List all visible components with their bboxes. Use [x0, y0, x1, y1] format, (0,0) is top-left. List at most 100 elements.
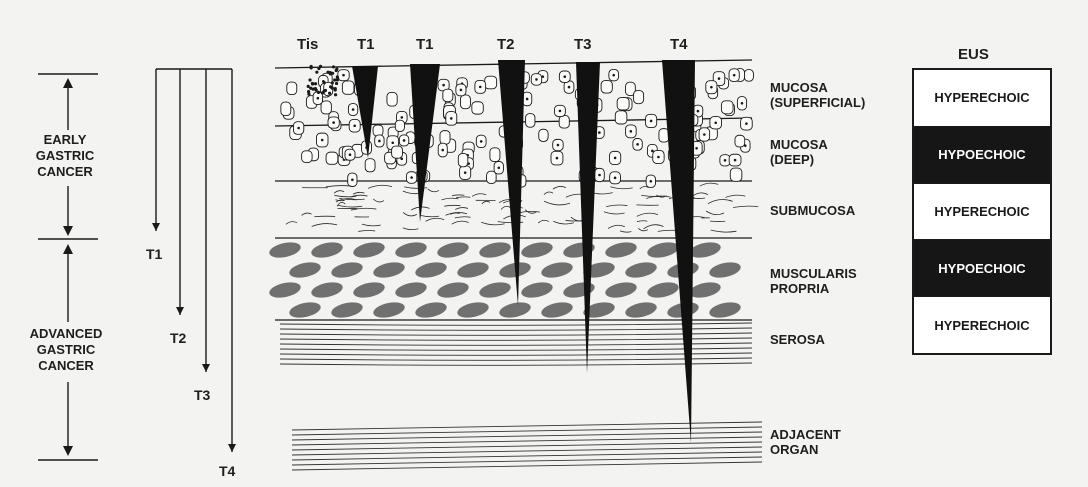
- cell-nucleus: [497, 166, 500, 169]
- adjacent-organ-fiber: [292, 452, 762, 460]
- layer-label-mucosa-deep: MUCOSA (DEEP): [770, 137, 828, 167]
- mucosa-cell: [601, 81, 612, 93]
- cell-nucleus: [630, 130, 633, 133]
- arrowhead: [63, 446, 73, 456]
- submucosa-fiber: [604, 212, 625, 214]
- muscle-cell: [372, 300, 406, 320]
- mucosa-cell: [615, 111, 627, 124]
- cell-nucleus: [703, 133, 706, 136]
- cell-nucleus: [733, 74, 736, 77]
- submucosa-fiber: [637, 213, 658, 216]
- cell-nucleus: [695, 147, 698, 150]
- tis-dot: [319, 65, 322, 68]
- cell-nucleus: [442, 84, 445, 87]
- cell-nucleus: [321, 139, 324, 142]
- muscle-cell: [310, 240, 344, 260]
- serosa-fiber: [280, 333, 752, 335]
- submucosa-fiber: [538, 220, 549, 223]
- submucosa-fiber: [425, 218, 444, 221]
- submucosa-fiber: [637, 221, 647, 222]
- tis-dot: [307, 90, 310, 93]
- tis-dot: [311, 82, 314, 85]
- tis-dot: [323, 81, 326, 84]
- layer-label-muscularis-propria: MUSCULARIS PROPRIA: [770, 266, 857, 296]
- tis-dot: [315, 71, 318, 74]
- serosa-fiber: [280, 343, 752, 345]
- serosa-fiber: [280, 328, 752, 330]
- eus-row: HYPOECHOIC: [914, 127, 1050, 184]
- cell-nucleus: [441, 149, 444, 152]
- mucosa-cell: [387, 92, 397, 106]
- mucosa-cell: [326, 152, 338, 164]
- mucosa-cell: [721, 101, 733, 114]
- submucosa-fiber: [403, 212, 417, 215]
- submucosa-fiber: [368, 185, 392, 188]
- mucosa-cell: [443, 89, 453, 102]
- muscle-cell: [436, 240, 470, 260]
- mucosa-cell: [287, 82, 297, 95]
- submucosa-fiber: [553, 186, 566, 189]
- submucosa-fiber: [691, 193, 708, 197]
- muscle-cell: [646, 240, 680, 260]
- mucosa-cell: [487, 171, 497, 183]
- tumor-label-t3: T3: [574, 36, 592, 53]
- muscle-cell: [394, 240, 428, 260]
- tis-dot: [336, 78, 339, 81]
- early-gastric-cancer-label: EARLY GASTRIC CANCER: [22, 132, 108, 180]
- mucosa-cell: [392, 146, 403, 158]
- tumor-label-t1-a: T1: [357, 36, 375, 53]
- muscle-cell: [330, 260, 364, 280]
- muscle-cell: [394, 280, 428, 300]
- tis-dot: [308, 78, 311, 81]
- layer-label-submucosa: SUBMUCOSA: [770, 203, 855, 218]
- muscle-cell: [478, 240, 512, 260]
- submucosa-fiber: [373, 199, 384, 202]
- cell-nucleus: [636, 143, 639, 146]
- submucosa-fiber: [640, 187, 649, 189]
- submucosa-fiber: [403, 228, 418, 230]
- depth-arrow-head: [228, 444, 236, 452]
- cell-nucleus: [464, 171, 467, 174]
- submucosa-fiber: [312, 224, 337, 227]
- muscle-cell: [540, 260, 574, 280]
- tis-dot: [333, 78, 336, 81]
- adjacent-organ-fiber: [292, 422, 762, 430]
- serosa-fiber: [280, 323, 752, 325]
- cell-nucleus: [349, 153, 352, 156]
- mucosa-cell: [458, 153, 468, 166]
- muscle-cell: [414, 300, 448, 320]
- submucosa-fiber: [358, 231, 375, 232]
- tis-dot: [315, 89, 318, 92]
- submucosa-fiber: [544, 201, 570, 205]
- tis-dot: [307, 85, 310, 88]
- submucosa-fiber: [334, 191, 344, 194]
- cell-nucleus: [612, 74, 615, 77]
- submucosa-fiber: [452, 221, 469, 224]
- cell-nucleus: [650, 180, 653, 183]
- eus-row: HYPERECHOIC: [914, 184, 1050, 241]
- depth-label-t2: T2: [170, 330, 186, 346]
- mucosa-cell: [321, 101, 331, 114]
- eus-echogenicity-table: HYPERECHOIC HYPOECHOIC HYPERECHOIC HYPOE…: [912, 68, 1052, 355]
- submucosa-fiber: [452, 195, 464, 196]
- submucosa-fiber: [620, 231, 631, 232]
- muscle-cell: [688, 280, 722, 300]
- tis-dot: [334, 87, 337, 90]
- adjacent-organ-fiber: [292, 462, 762, 470]
- depth-label-t1: T1: [146, 246, 162, 262]
- layer-label-adjacent-organ: ADJACENT ORGAN: [770, 427, 841, 457]
- mucosa-cell: [559, 115, 569, 128]
- submucosa-fiber: [482, 201, 490, 204]
- cell-nucleus: [403, 139, 406, 142]
- cell-nucleus: [351, 178, 354, 181]
- cell-nucleus: [614, 157, 617, 160]
- submucosa-fiber: [706, 211, 724, 215]
- submucosa-fiber: [700, 183, 718, 186]
- tis-dot: [334, 93, 337, 96]
- serosa-fiber: [280, 353, 752, 355]
- mucosa-cell: [659, 129, 669, 142]
- cell-nucleus: [342, 74, 345, 77]
- muscle-cell: [646, 280, 680, 300]
- cell-nucleus: [391, 141, 394, 144]
